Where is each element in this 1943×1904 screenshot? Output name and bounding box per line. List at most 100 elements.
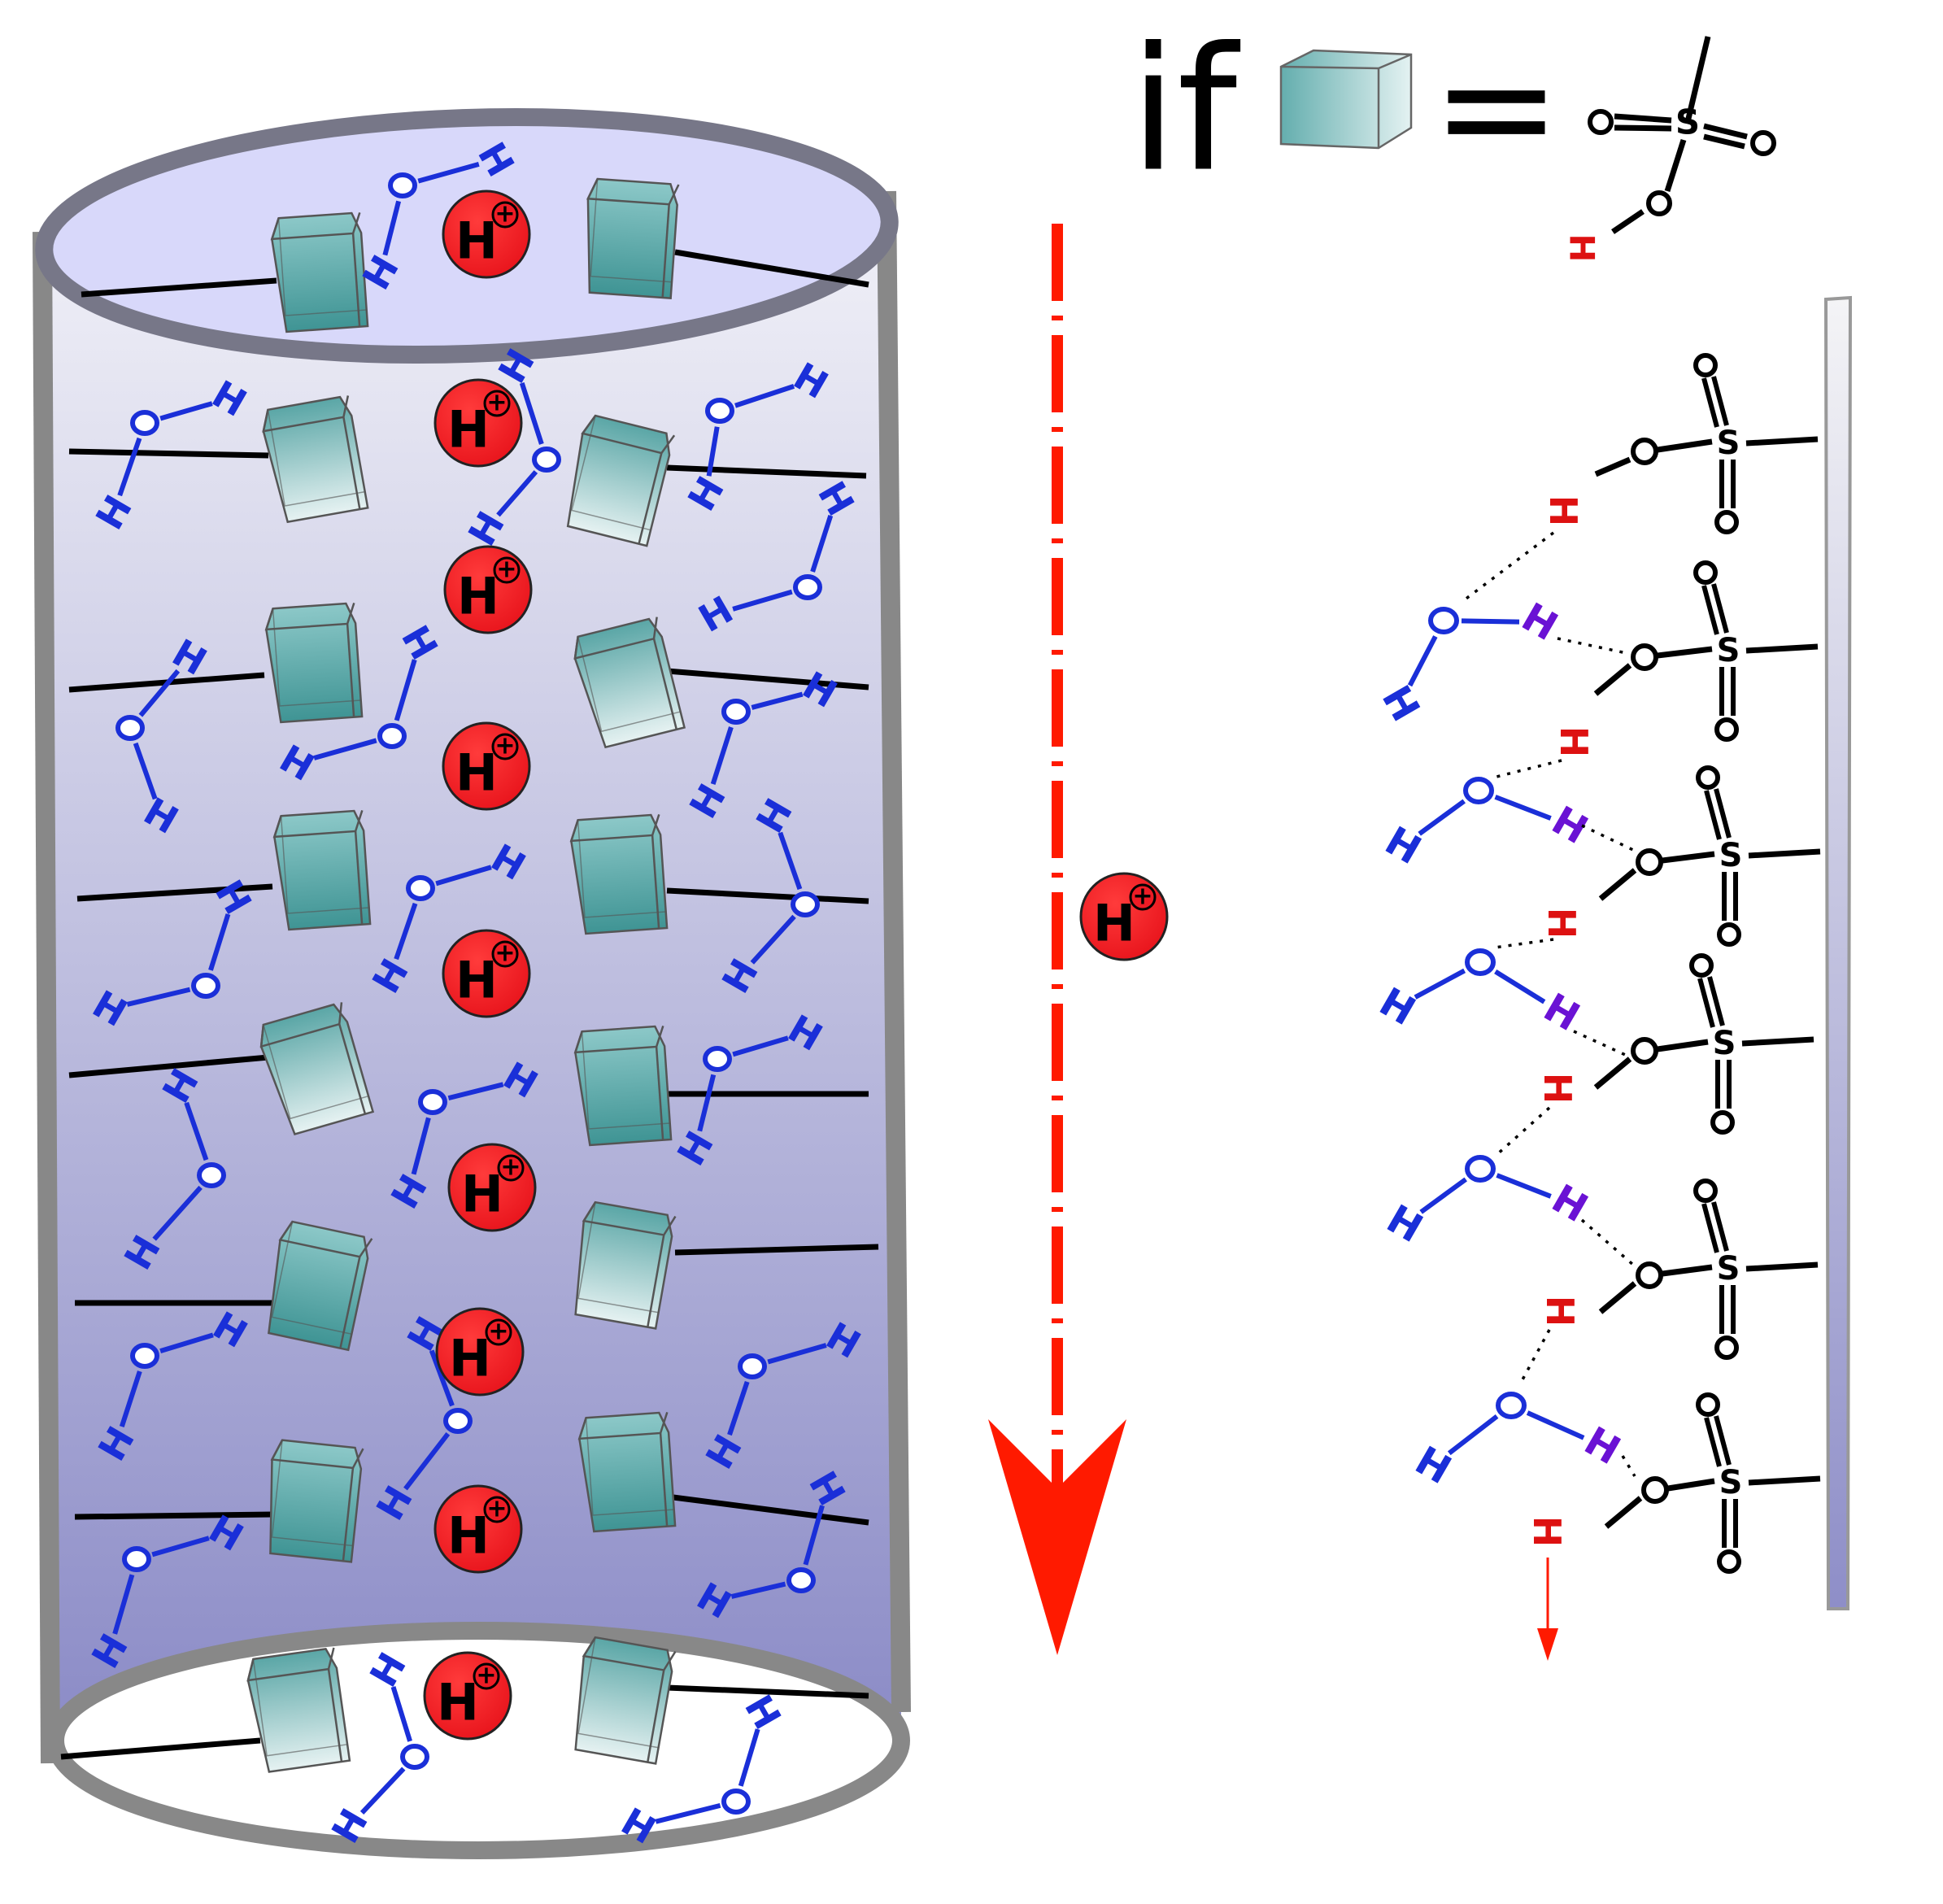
hydronium-ion: H+: [447, 1143, 537, 1232]
plus-icon: [485, 1318, 512, 1346]
oxygen-atom: [1693, 560, 1718, 585]
cylinder-left-wall: [33, 231, 60, 1764]
hydrogen-bond: [1573, 1030, 1632, 1059]
oxygen-atom: [115, 715, 145, 741]
hydrogen-atom: H: [1408, 1438, 1459, 1494]
sulfur-atom: S: [1719, 837, 1743, 874]
bridging-hydrogen: H: [1544, 1176, 1596, 1232]
oxygen-atom: [400, 1744, 429, 1770]
plus-icon: [491, 733, 519, 760]
oxygen-atom: [1696, 765, 1720, 790]
sulfonate-site: S: [1598, 1179, 1819, 1360]
acidic-hydrogen: H: [1536, 1073, 1579, 1104]
oxygen-atom: [705, 398, 734, 424]
hydrogen-atom: H: [1373, 678, 1429, 730]
arrow-head: [988, 1419, 1126, 1655]
proton-h-label: H: [455, 951, 498, 1010]
legend: if = S H: [1130, 11, 1776, 263]
svg-text:H: H: [1562, 233, 1602, 262]
bridging-hydrogen: H: [1544, 798, 1596, 854]
legend-cube-icon: [1279, 49, 1413, 150]
legend-equals-sign: =: [1431, 18, 1561, 198]
bridging-hydrogen: H: [1514, 595, 1566, 651]
oxygen-atom: [1496, 1392, 1527, 1419]
proton-h-label: H: [447, 1506, 490, 1566]
plus-sign: +: [494, 200, 515, 229]
oxygen-atom: [1465, 948, 1496, 976]
sulfonate-site: S: [1594, 353, 1819, 534]
polymer-backbone-lines: [60, 249, 879, 1760]
oxygen-atom: [793, 574, 822, 600]
oxygen-atom: [721, 1789, 751, 1815]
oxygen-atom: [130, 410, 159, 436]
sulfonate-site: S: [1598, 765, 1821, 947]
oxygen-atom: [1641, 1476, 1669, 1504]
hydronium-ion: H+: [435, 1307, 525, 1396]
oxygen-atom: [1463, 777, 1494, 804]
plus-icon: [483, 390, 511, 417]
sulfur-atom: S: [1713, 1025, 1736, 1062]
oxygen-atom: [1714, 717, 1739, 742]
plus-icon: [493, 556, 521, 584]
sulfur-atom: S: [1717, 425, 1740, 462]
oxygen-atom: [1710, 1110, 1735, 1135]
acidic-hydrogen: H: [1541, 495, 1585, 527]
oxygen-atom: [1465, 1155, 1496, 1183]
oxygen-atom: [443, 1408, 473, 1434]
oxygen-atom: [418, 1089, 447, 1115]
membrane-wall: [1823, 295, 1853, 1610]
plus-sign: +: [494, 732, 515, 760]
oxygen-atom: [1693, 353, 1718, 377]
plus-icon: [473, 1662, 500, 1690]
plus-icon: [497, 1154, 525, 1182]
hydrogen-bond: [1462, 531, 1555, 602]
plus-sign: +: [488, 1318, 508, 1346]
proton-h-label: H: [461, 1165, 503, 1224]
oxygen-atom: [786, 1567, 816, 1593]
bridging-water: HH: [1373, 595, 1566, 730]
oxygen-atom: [191, 973, 220, 999]
plus-sign: +: [500, 1153, 521, 1182]
proton-h-label: H: [437, 1673, 479, 1732]
oxygen-atom: [377, 723, 407, 749]
oxygen-atom: [1636, 848, 1663, 876]
bridging-hydrogen: H: [1577, 1418, 1628, 1475]
hydrogen-bond: [1494, 938, 1554, 949]
proton-h-label: H: [457, 567, 499, 626]
plus-sign: +: [496, 556, 516, 584]
oxygen-atom: [388, 172, 417, 198]
oxygen-atom: [1631, 643, 1658, 671]
plus-sign: +: [494, 939, 515, 968]
proton-h-label: H: [1093, 894, 1135, 953]
oxygen-atom: [532, 447, 561, 473]
hydrogen-bond: [1621, 1455, 1636, 1477]
hydrogen-atom: H: [1378, 818, 1429, 874]
proton-flow-arrow: [988, 224, 1126, 1655]
proton-h-label: H: [455, 211, 498, 271]
hydrogen-bond: [1581, 824, 1634, 852]
oxygen-atom: [1714, 510, 1739, 534]
oxygen-atom: [1636, 1261, 1663, 1289]
bridging-hydrogen: H: [1536, 985, 1588, 1041]
oxygen-atom: [1428, 607, 1459, 634]
hydrogen-bond: [1580, 1218, 1635, 1266]
hydrogen-bond: [1496, 759, 1562, 778]
hydrogen-bond: [1519, 1329, 1551, 1383]
proton-h-label: H: [449, 1329, 491, 1388]
acidic-hydrogen: H: [1552, 726, 1596, 758]
oxygen-atom: [1696, 1392, 1720, 1417]
hydrogen-atom: H: [1372, 979, 1423, 1035]
arrow-down-icon: [1537, 1558, 1558, 1661]
oxygen-atom: [1631, 1037, 1658, 1065]
oxygen-atom: [130, 1343, 159, 1369]
oxygen-atom: [1689, 953, 1714, 978]
oxygen-atom: [1631, 438, 1658, 465]
sulfonate-site: S: [1604, 1392, 1821, 1574]
oxygen-atom: [406, 875, 435, 901]
hydrogen-bond: [1495, 1106, 1551, 1157]
oxygen-atom: [791, 891, 820, 917]
